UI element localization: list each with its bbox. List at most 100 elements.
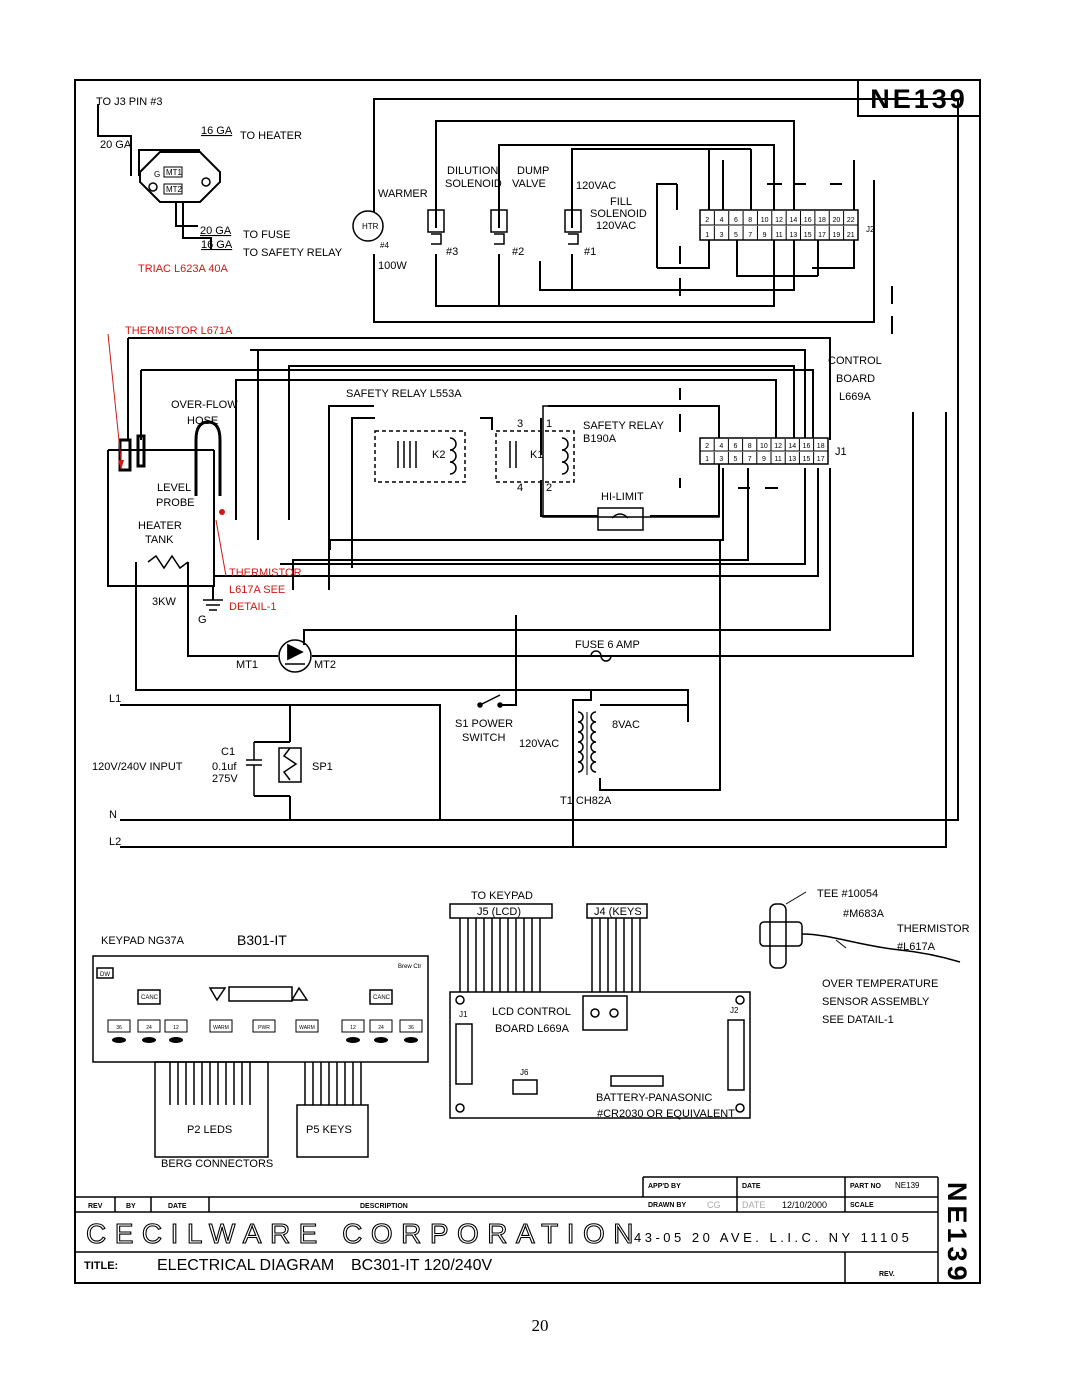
cup-icon	[404, 1037, 418, 1043]
cr2030-label: #CR2030 OR EQUIVALENT	[597, 1108, 735, 1120]
dump-valve-label: VALVE	[512, 178, 546, 190]
connector-pin-number: 13	[789, 232, 797, 239]
fill-label: FILL	[610, 196, 632, 208]
part-no-value: NE139	[895, 1181, 920, 1190]
ga16-relay-label: 16 GA	[201, 239, 233, 251]
fill-vac-label: 120VAC	[596, 220, 636, 232]
triac-labels: TO J3 PIN #3 20 GA 16 GA TO HEATER MT1 M…	[96, 96, 343, 275]
control-label: CONTROL	[828, 355, 882, 367]
j4-label: J4 (KEYS	[594, 906, 642, 918]
connector-pin-number: 11	[774, 456, 781, 463]
b301-label: B301-IT	[237, 932, 287, 948]
switch-label: SWITCH	[462, 732, 505, 744]
p5-keys-label: P5 KEYS	[306, 1124, 352, 1136]
rev-label: REV.	[879, 1271, 895, 1278]
drawn-date-value: 12/10/2000	[782, 1200, 827, 1210]
drawn-date-label: DATE	[742, 1200, 765, 1210]
htr-label: HTR	[362, 222, 379, 231]
input-label: 120V/240V INPUT	[92, 761, 183, 773]
b190a-label: B190A	[583, 433, 617, 445]
keypad-label: KEYPAD NG37A	[101, 935, 185, 947]
rev-col-label: REV	[88, 1203, 103, 1210]
ribbon-cables	[169, 918, 641, 1105]
connector-pin-number: 4	[720, 217, 724, 224]
j5-label: J5 (LCD)	[477, 906, 521, 918]
to-fuse-label: TO FUSE	[243, 229, 290, 241]
connector-pin-number: 6	[734, 443, 738, 450]
keypad-key-label: 36	[408, 1025, 414, 1031]
vac120-label: 120VAC	[576, 180, 616, 192]
safety-relay-label: SAFETY RELAY	[583, 420, 665, 432]
sheet-border	[74, 79, 981, 1284]
to-keypad-label: TO KEYPAD	[471, 890, 533, 902]
t1-label: T1 CH82A	[560, 795, 612, 807]
dilution-solenoid-label: SOLENOID	[445, 178, 502, 190]
k1-label: K1	[530, 449, 543, 461]
connector-pin-number: 14	[788, 443, 796, 450]
thermistor-top-label: THERMISTOR L671A	[125, 325, 233, 337]
connector-pin-number: 5	[734, 232, 738, 239]
company-name: CECILWARE CORPORATION	[86, 1218, 642, 1249]
kw3-label: 3KW	[152, 596, 176, 608]
board-label: BOARD	[836, 373, 875, 385]
hi-limit-label: HI-LIMIT	[601, 491, 644, 503]
connector-pin-number: 17	[818, 232, 826, 239]
connector-pin-number: 15	[803, 456, 811, 463]
fill-solenoid-label: SOLENOID	[590, 208, 647, 220]
connector-pin-number: 16	[803, 443, 811, 450]
connector-pin-number: 5	[734, 456, 738, 463]
drawn-by-value: CG	[707, 1200, 721, 1210]
l617a-label: #L617A	[897, 941, 936, 953]
title-value: ELECTRICAL DIAGRAM	[157, 1257, 334, 1274]
fuse-label: FUSE 6 AMP	[575, 639, 640, 651]
mt2-label: MT2	[314, 659, 336, 671]
warmer-label: WARMER	[378, 188, 428, 200]
heater-label: HEATER	[138, 520, 182, 532]
cup-icon	[142, 1037, 156, 1043]
n4-label: #4	[380, 241, 389, 250]
dump-label: DUMP	[517, 165, 549, 177]
appd-by-label: APP'D BY	[648, 1183, 681, 1190]
connector-pin-number: 18	[817, 443, 825, 450]
description-col-label: DESCRIPTION	[360, 1203, 408, 1210]
keypad-key-label: 12	[350, 1025, 356, 1031]
keypad-key	[137, 1019, 161, 1033]
board-l669a-label: BOARD L669A	[495, 1023, 570, 1035]
thermistor-leader-top	[107, 333, 122, 461]
kp-brew-label: Brew Ctr	[398, 964, 421, 970]
keypad-key-label: PWR	[258, 1025, 270, 1031]
keypad-key-label: 24	[378, 1025, 384, 1031]
keypad-key	[341, 1019, 365, 1033]
to-safety-relay-label: TO SAFETY RELAY	[243, 247, 343, 259]
tee-label: TEE #10054	[817, 888, 878, 900]
see-detail-label: SEE DATAIL-1	[822, 1014, 894, 1026]
hose-label: HOSE	[187, 415, 218, 427]
model-value: BC301-IT 120/240V	[351, 1257, 492, 1274]
w100-label: 100W	[378, 260, 407, 272]
thermistor-probe-dot	[219, 509, 225, 515]
m683a-label: #M683A	[843, 908, 885, 920]
board-part-label: L669A	[839, 391, 871, 403]
warmer-htr-symbol	[352, 210, 384, 242]
connector-pin-number: 18	[818, 217, 826, 224]
sp1-label: SP1	[312, 761, 333, 773]
thermistor-tee	[759, 891, 961, 969]
tank-label: TANK	[145, 534, 174, 546]
keypad-key	[252, 1019, 276, 1033]
kp-canc-left-label: CANC	[141, 995, 159, 1001]
lcd-control-label: LCD CONTROL	[492, 1006, 571, 1018]
p2-leds-label: P2 LEDS	[187, 1124, 232, 1136]
connector-pin-number: 7	[748, 456, 752, 463]
component-labels: DILUTION SOLENOID DUMP VALVE 120VAC WARM…	[92, 165, 882, 848]
part-no-label: PART NO	[850, 1183, 882, 1190]
j2-conn-label: J2	[866, 225, 875, 234]
connector-pin-number: 1	[705, 456, 709, 463]
connector-pin-number: 2	[705, 443, 709, 450]
connector-pin-number: 16	[804, 217, 812, 224]
dashed-connectors	[679, 183, 893, 489]
tb-date-label: DATE	[742, 1183, 761, 1190]
c1-label: C1	[221, 746, 235, 758]
